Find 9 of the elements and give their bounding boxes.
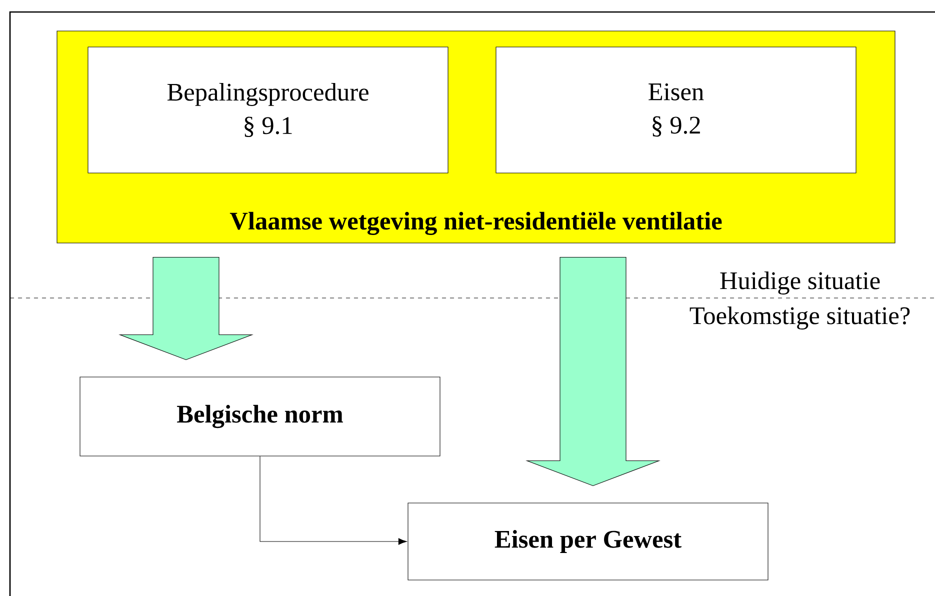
section-box: Bepalingsprocedure § 9.1 [88,46,448,174]
arrow [260,456,407,545]
process-box: Belgische norm [80,376,440,456]
block-arrow [118,257,254,360]
situation-label: Huidige situatie [720,272,880,295]
process-box: Eisen per Gewest [408,502,768,580]
section-box: Eisen § 9.2 [496,46,856,174]
block-arrow [526,257,660,486]
situation-label: Toekomstige situatie? [690,306,910,330]
